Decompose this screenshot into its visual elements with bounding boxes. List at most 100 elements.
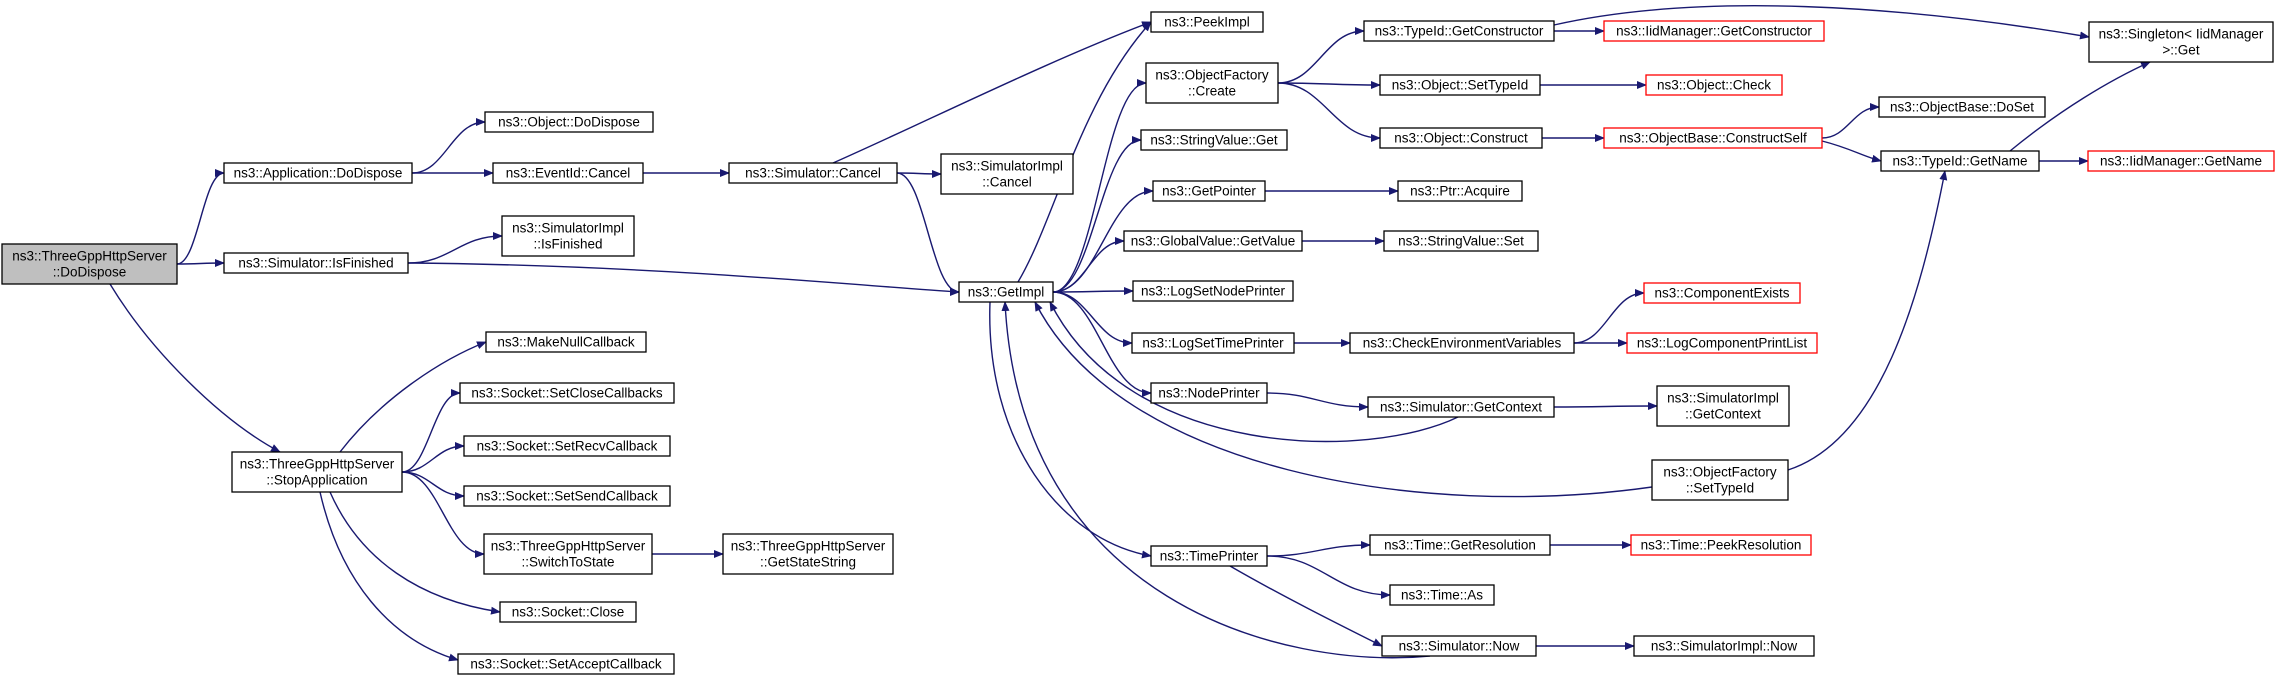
node-box[interactable] [463,485,671,507]
node-simIsFinished[interactable]: ns3::Simulator::IsFinished [223,252,409,274]
node-objCheck[interactable]: ns3::Object::Check [1645,74,1783,96]
node-componentExists[interactable]: ns3::ComponentExists [1643,282,1801,304]
node-simCancel[interactable]: ns3::Simulator::Cancel [728,162,898,184]
node-getImpl[interactable]: ns3::GetImpl [958,281,1054,303]
node-timePeekRes[interactable]: ns3::Time::PeekResolution [1630,534,1812,556]
node-objDoDispose[interactable]: ns3::Object::DoDispose [484,111,654,133]
node-setCloseCb[interactable]: ns3::Socket::SetCloseCallbacks [459,382,675,404]
node-box[interactable] [223,252,409,274]
node-box[interactable] [1367,396,1555,418]
node-timeGetRes[interactable]: ns3::Time::GetResolution [1369,534,1551,556]
node-box[interactable] [1630,534,1812,556]
node-typeIdGetCtor[interactable]: ns3::TypeId::GetConstructor [1363,20,1555,42]
node-simGetContext[interactable]: ns3::Simulator::GetContext [1367,396,1555,418]
node-box[interactable] [1363,20,1555,42]
node-box[interactable] [1150,545,1268,567]
node-box[interactable] [1878,96,2046,118]
node-box[interactable] [722,533,894,575]
node-box[interactable] [1633,635,1815,657]
node-box[interactable] [1145,62,1279,104]
node-box[interactable] [463,435,671,457]
node-stringValueGet[interactable]: ns3::StringValue::Get [1140,129,1288,151]
node-box[interactable] [1150,382,1268,404]
node-ptrAcquire[interactable]: ns3::Ptr::Acquire [1397,180,1523,202]
node-timeAs[interactable]: ns3::Time::As [1389,584,1495,606]
node-box[interactable] [223,162,413,184]
node-box[interactable] [1643,282,1801,304]
node-constructSelf[interactable]: ns3::ObjectBase::ConstructSelf [1603,127,1823,149]
node-box[interactable] [1379,127,1543,149]
node-box[interactable] [1369,534,1551,556]
node-root[interactable]: ns3::ThreeGppHttpServer::DoDispose [1,243,178,285]
node-box[interactable] [485,331,647,353]
node-objSetTypeId[interactable]: ns3::Object::SetTypeId [1379,74,1541,96]
node-logSetNodePrinter[interactable]: ns3::LogSetNodePrinter [1132,280,1294,302]
node-box[interactable] [1379,74,1541,96]
node-box[interactable] [958,281,1054,303]
node-simNow[interactable]: ns3::Simulator::Now [1381,635,1537,657]
node-box[interactable] [492,162,644,184]
node-box[interactable] [2087,150,2275,172]
node-getPointer[interactable]: ns3::GetPointer [1152,180,1266,202]
node-box[interactable] [1603,20,1825,42]
node-typeIdGetName[interactable]: ns3::TypeId::GetName [1880,150,2040,172]
node-logCompPrintList[interactable]: ns3::LogComponentPrintList [1626,332,1818,354]
node-box[interactable] [1,243,178,285]
node-appDoDispose[interactable]: ns3::Application::DoDispose [223,162,413,184]
node-box[interactable] [483,533,653,575]
node-iidGetName[interactable]: ns3::IidManager::GetName [2087,150,2275,172]
node-stopApp[interactable]: ns3::ThreeGppHttpServer::StopApplication [231,451,403,493]
node-box[interactable] [2088,21,2274,63]
node-box[interactable] [484,111,654,133]
node-objBaseDoSet[interactable]: ns3::ObjectBase::DoSet [1878,96,2046,118]
node-setSendCb[interactable]: ns3::Socket::SetSendCallback [463,485,671,507]
node-logSetTimePrinter[interactable]: ns3::LogSetTimePrinter [1131,332,1295,354]
node-box[interactable] [499,601,637,623]
node-box[interactable] [1397,180,1523,202]
node-box[interactable] [1132,280,1294,302]
node-box[interactable] [1381,635,1537,657]
node-box[interactable] [1131,332,1295,354]
node-peekImpl[interactable]: ns3::PeekImpl [1150,11,1264,33]
node-box[interactable] [457,653,675,675]
node-simImplGetContext[interactable]: ns3::SimulatorImpl::GetContext [1656,385,1790,427]
node-objFactoryCreate[interactable]: ns3::ObjectFactory::Create [1145,62,1279,104]
node-sockClose[interactable]: ns3::Socket::Close [499,601,637,623]
node-box[interactable] [1150,11,1264,33]
node-nodePrinter[interactable]: ns3::NodePrinter [1150,382,1268,404]
node-switchToState[interactable]: ns3::ThreeGppHttpServer::SwitchToState [483,533,653,575]
node-box[interactable] [1152,180,1266,202]
node-objFactorySetTypeId[interactable]: ns3::ObjectFactory::SetTypeId [1651,459,1789,501]
node-getStateString[interactable]: ns3::ThreeGppHttpServer::GetStateString [722,533,894,575]
node-box[interactable] [728,162,898,184]
node-singletonGet[interactable]: ns3::Singleton< IidManager>::Get [2088,21,2274,63]
node-box[interactable] [459,382,675,404]
node-box[interactable] [1651,459,1789,501]
node-makeNullCb[interactable]: ns3::MakeNullCallback [485,331,647,353]
node-timePrinter[interactable]: ns3::TimePrinter [1150,545,1268,567]
node-globalValueGet[interactable]: ns3::GlobalValue::GetValue [1123,230,1303,252]
node-box[interactable] [1645,74,1783,96]
node-checkEnvVars[interactable]: ns3::CheckEnvironmentVariables [1349,332,1575,354]
node-box[interactable] [1603,127,1823,149]
node-box[interactable] [1123,230,1303,252]
node-setRecvCb[interactable]: ns3::Socket::SetRecvCallback [463,435,671,457]
node-stringValueSet[interactable]: ns3::StringValue::Set [1383,230,1539,252]
node-box[interactable] [1626,332,1818,354]
node-objConstruct[interactable]: ns3::Object::Construct [1379,127,1543,149]
node-box[interactable] [1880,150,2040,172]
node-simImplCancel[interactable]: ns3::SimulatorImpl::Cancel [940,153,1074,195]
node-setAcceptCb[interactable]: ns3::Socket::SetAcceptCallback [457,653,675,675]
node-box[interactable] [1349,332,1575,354]
node-box[interactable] [1140,129,1288,151]
node-box[interactable] [1383,230,1539,252]
node-box[interactable] [501,215,635,257]
node-iidGetCtor[interactable]: ns3::IidManager::GetConstructor [1603,20,1825,42]
node-eventCancel[interactable]: ns3::EventId::Cancel [492,162,644,184]
node-box[interactable] [1656,385,1790,427]
node-simImplNow[interactable]: ns3::SimulatorImpl::Now [1633,635,1815,657]
node-box[interactable] [940,153,1074,195]
node-box[interactable] [231,451,403,493]
node-simImplIsFinished[interactable]: ns3::SimulatorImpl::IsFinished [501,215,635,257]
node-box[interactable] [1389,584,1495,606]
